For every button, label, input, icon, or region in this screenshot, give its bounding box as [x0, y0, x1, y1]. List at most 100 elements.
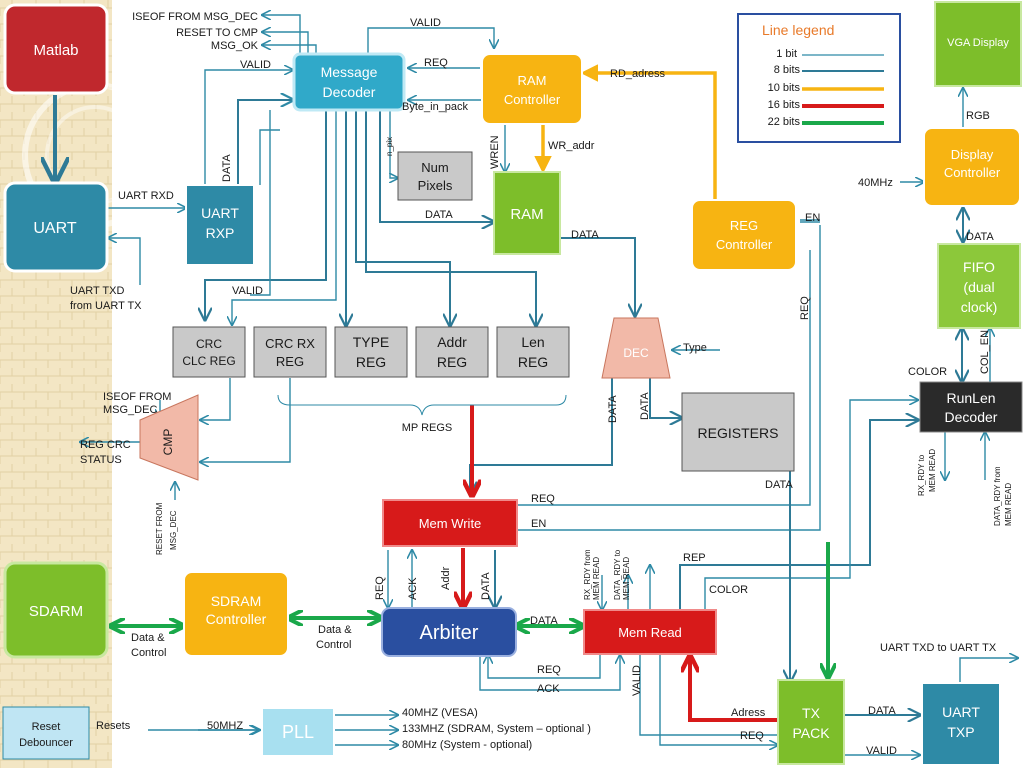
label-rd-adress: RD_adress: [610, 68, 666, 80]
block-crc-rx-reg[interactable]: CRC RX REG: [253, 326, 327, 378]
label-reg-crc-1: REG CRC: [80, 439, 131, 451]
block-arbiter[interactable]: Arbiter: [381, 607, 517, 657]
label-isoef: ISEOF FROM MSG_DEC: [132, 11, 258, 23]
signal-lines: [80, 15, 1018, 755]
label-rx-rdy-to-2: MEM READ: [928, 449, 937, 492]
line-legend: Line legend 1 bit 8 bits 10 bits 16 bits…: [737, 13, 901, 143]
16bit-lines: [463, 405, 778, 722]
mem-write-label: Mem Write: [419, 516, 482, 531]
block-sdram-controller[interactable]: SDRAM Controller: [183, 571, 289, 657]
block-registers[interactable]: REGISTERS: [681, 392, 795, 472]
block-runlen-decoder[interactable]: RunLen Decoder: [919, 381, 1023, 433]
fifo-line3: clock): [961, 299, 998, 315]
runlen-decoder-line1: RunLen: [946, 390, 995, 406]
crc-rx-reg-line1: CRC RX: [265, 336, 315, 351]
legend-title: Line legend: [762, 22, 834, 38]
fifo-line1: FIFO: [963, 259, 995, 275]
label-data-control-1b: Control: [131, 647, 166, 659]
block-type-reg[interactable]: TYPE REG: [334, 326, 408, 378]
uart-txp-line1: UART: [942, 704, 980, 720]
display-controller-line2: Controller: [944, 165, 1001, 180]
uart-label: UART: [33, 220, 76, 237]
cmp-label: CMP: [161, 429, 175, 456]
legend-item-16bits: 16 bits: [768, 99, 801, 111]
label-rx-rdy-from-2: MEM READ: [592, 557, 601, 600]
22bit-lines: [112, 542, 828, 676]
block-reset-debouncer[interactable]: Reset Debouncer: [2, 706, 90, 760]
label-req-txpack: REQ: [740, 730, 764, 742]
block-mem-write[interactable]: Mem Write: [382, 499, 518, 547]
label-data-ram-in: DATA: [425, 209, 453, 221]
block-cmp[interactable]: CMP: [139, 394, 199, 481]
crc-clc-reg-line2: CLC REG: [182, 354, 235, 368]
label-valid-top: VALID: [410, 17, 441, 29]
block-reg-controller[interactable]: REG Controller: [691, 199, 797, 271]
block-fifo[interactable]: FIFO (dual clock): [937, 243, 1021, 329]
mp-regs-brace: [277, 394, 567, 416]
label-data-rdy-to-1: DATA_RDY to: [613, 549, 622, 600]
block-uart-rxp[interactable]: UART RXP: [185, 184, 255, 266]
block-message-decoder[interactable]: Message Decoder: [292, 52, 406, 112]
label-data-control-1a: Data &: [131, 632, 165, 644]
sdram-label: SDARM: [29, 603, 83, 620]
message-decoder-line2: Decoder: [323, 84, 376, 100]
block-ram[interactable]: RAM: [493, 171, 561, 255]
block-uart[interactable]: UART: [3, 181, 109, 273]
block-dec[interactable]: DEC: [601, 317, 671, 379]
label-data-rdy-to-2: MEM READ: [622, 557, 631, 600]
block-len-reg[interactable]: Len REG: [496, 326, 570, 378]
label-resets: Resets: [96, 720, 131, 732]
runlen-decoder-line2: Decoder: [945, 409, 998, 425]
label-pll-out-2: 133MHZ (SDRAM, System – optional ): [402, 723, 591, 735]
block-addr-reg[interactable]: Addr REG: [415, 326, 489, 378]
label-data-dec-1: DATA: [607, 395, 619, 423]
legend-item-8bits: 8 bits: [774, 64, 801, 76]
block-mem-read[interactable]: Mem Read: [583, 609, 717, 655]
label-data-arb-memread: DATA: [530, 615, 558, 627]
crc-clc-reg-line1: CRC: [196, 337, 222, 351]
label-req-memread: REQ: [537, 664, 561, 676]
type-reg-line2: REG: [356, 354, 386, 370]
label-rx-rdy-to-1: RX_RDY to: [917, 454, 926, 496]
block-pll[interactable]: PLL: [261, 707, 335, 757]
label-req-arb: REQ: [374, 576, 386, 600]
len-reg-line1: Len: [521, 334, 544, 350]
label-type: Type: [683, 342, 707, 354]
label-req-memwrite: REQ: [531, 493, 555, 505]
label-valid-mid: VALID: [232, 285, 263, 297]
addr-reg-line1: Addr: [437, 334, 467, 350]
label-data-control-2b: Control: [316, 639, 351, 651]
legend-item-22bits: 22 bits: [768, 116, 801, 128]
label-col-en: COL_EN: [979, 330, 991, 374]
label-valid-memread: VALID: [631, 665, 643, 696]
label-valid-txpack: VALID: [866, 745, 897, 757]
block-vga-display[interactable]: VGA Display: [934, 1, 1022, 87]
label-rgb: RGB: [966, 110, 990, 122]
label-rx-rdy-from-1: RX_RDY from: [583, 549, 592, 600]
label-data-registers: DATA: [765, 479, 793, 491]
block-tx-pack[interactable]: TX PACK: [777, 679, 845, 765]
label-adress: Adress: [731, 707, 766, 719]
mem-read-label: Mem Read: [618, 625, 682, 640]
tx-pack-line1: TX: [802, 705, 821, 721]
block-ram-controller[interactable]: RAM Controller: [481, 53, 583, 125]
block-uart-txp[interactable]: UART TXP: [921, 682, 1001, 766]
block-sdram[interactable]: SDARM: [3, 561, 109, 659]
ram-label: RAM: [510, 206, 543, 223]
label-data-rdy-from-1: DATA_RDY from: [993, 466, 1002, 526]
label-data-control-2a: Data &: [318, 624, 352, 636]
block-num-pixels[interactable]: Num Pixels: [397, 151, 473, 201]
legend-item-1bit: 1 bit: [776, 48, 797, 60]
matlab-label: Matlab: [33, 42, 78, 59]
reg-controller-line1: REG: [730, 218, 758, 233]
block-display-controller[interactable]: Display Controller: [923, 127, 1021, 207]
label-data-dec-2: DATA: [639, 392, 651, 420]
label-rep: REP: [683, 552, 706, 564]
label-msg-ok: MSG_OK: [211, 40, 259, 52]
block-crc-clc-reg[interactable]: CRC CLC REG: [172, 326, 246, 378]
label-pll-out-3: 80MHz (System - optional): [402, 739, 532, 751]
pll-label: PLL: [282, 722, 314, 742]
block-matlab[interactable]: Matlab: [3, 3, 109, 95]
uart-rxp-line1: UART: [201, 205, 239, 221]
